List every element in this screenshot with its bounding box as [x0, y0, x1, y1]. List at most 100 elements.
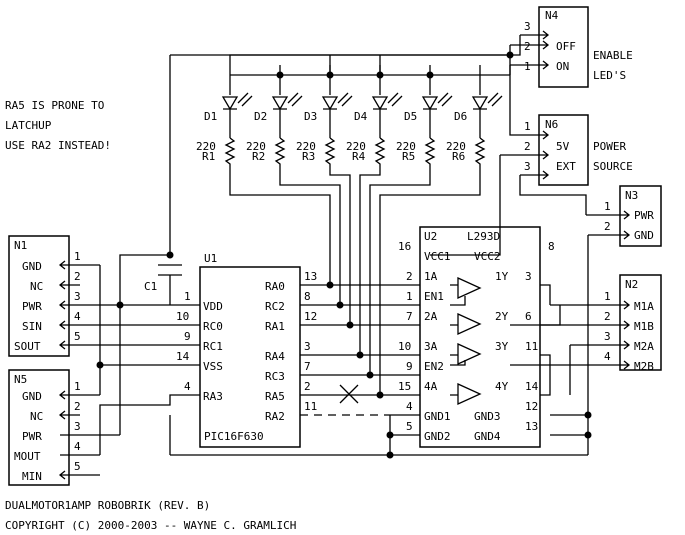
- n2-m2b-label: M2B: [634, 360, 654, 373]
- r1-value: 220: [196, 140, 216, 153]
- u1-ra2-label: RA2: [265, 410, 285, 423]
- n5-pwr-label: PWR: [22, 430, 42, 443]
- latchup-note-line-1: RA5 IS PRONE TO: [5, 99, 104, 112]
- resistor-r1-symbol: [224, 137, 236, 170]
- n5-label: N5: [14, 373, 27, 386]
- capacitor-c1-label: C1: [144, 280, 157, 293]
- u2-pin-16: 16: [398, 240, 411, 253]
- u2-pin-2: 2: [406, 270, 413, 283]
- junction-dots: [96, 51, 592, 459]
- led-d2-symbol: [271, 96, 289, 138]
- u2-ref: U2: [424, 230, 437, 243]
- n1-nc-label: NC: [30, 280, 43, 293]
- u2-pin-5: 5: [406, 420, 413, 433]
- u2-gnd3-label: GND3: [474, 410, 501, 423]
- u1-ra4-label: RA4: [265, 350, 285, 363]
- n2-pin-2: 2: [604, 310, 611, 323]
- u2-pin-3: 3: [525, 270, 532, 283]
- enable-label: ENABLE: [593, 49, 633, 62]
- n6-label: N6: [545, 118, 558, 131]
- n2-label: N2: [625, 278, 638, 291]
- buffer-1: [457, 276, 482, 300]
- led-d6-emission-arrows: [487, 92, 503, 107]
- led-d5-label: D5: [404, 110, 417, 123]
- u2-pin-12: 12: [525, 400, 538, 413]
- u2-3a-label: 3A: [424, 340, 438, 353]
- u1-pin-9: 9: [184, 330, 191, 343]
- u1-rc3-label: RC3: [265, 370, 285, 383]
- u2-2a-label: 2A: [424, 310, 438, 323]
- led-d3-label: D3: [304, 110, 317, 123]
- u2-2y-label: 2Y: [495, 310, 509, 323]
- u1-pin-11: 11: [304, 400, 317, 413]
- u2-pin-11: 11: [525, 340, 538, 353]
- led-d2-emission-arrows: [287, 92, 303, 107]
- u2-pin-9: 9: [406, 360, 413, 373]
- u2-3y-label: 3Y: [495, 340, 509, 353]
- ra5-cross-mark: [339, 384, 359, 404]
- n1-pwr-label: PWR: [22, 300, 42, 313]
- led-d1-emission-arrows: [237, 92, 253, 107]
- n1-pin-4: 4: [74, 310, 81, 323]
- n6-pin-3: 3: [524, 160, 531, 173]
- n2-m1b-label: M1B: [634, 320, 654, 333]
- led-d2-label: D2: [254, 110, 267, 123]
- leds-label: LED'S: [593, 69, 626, 82]
- led-d4-symbol: [371, 96, 389, 138]
- led-array: D1 D2 D3 D4 D5 D6 220 220 220 220 220 22…: [196, 65, 510, 170]
- led-d1-symbol: [221, 96, 239, 138]
- u1-ref: U1: [204, 252, 217, 265]
- power-label: POWER: [593, 140, 626, 153]
- n5-pin-5: 5: [74, 460, 81, 473]
- led-d5-symbol: [421, 96, 439, 138]
- u1-part: PIC16F630: [204, 430, 264, 443]
- connector-n1: N1 GND NC PWR SIN SOUT 1 2 3 4 5: [8, 235, 200, 357]
- u1-ra1-label: RA1: [265, 320, 285, 333]
- n5-pin-3: 3: [74, 420, 81, 433]
- connector-n5: N5 GND NC PWR MOUT MIN 1 2 3 4 5: [8, 369, 120, 486]
- n1-pin-2: 2: [74, 270, 81, 283]
- u1-pin-7: 7: [304, 360, 311, 373]
- n5-min-label: MIN: [22, 470, 42, 483]
- ic-u2-l293d: U2 L293D VCC1 VCC2 16 8 1A EN1 2A 3A EN2…: [398, 226, 555, 448]
- n1-label: N1: [14, 239, 27, 252]
- u1-rc1-label: RC1: [203, 340, 223, 353]
- n2-pin-3: 3: [604, 330, 611, 343]
- u1-pin-13: 13: [304, 270, 317, 283]
- n2-pin-4: 4: [604, 350, 611, 363]
- n2-pin-1: 1: [604, 290, 611, 303]
- connector-n3: N3 1 2 PWR GND: [586, 185, 662, 247]
- u2-pin-14: 14: [525, 380, 539, 393]
- resistor-r3-symbol: [324, 137, 336, 170]
- u2-1a-label: 1A: [424, 270, 438, 283]
- u1-vdd-label: VDD: [203, 300, 223, 313]
- latchup-note-line-3: USE RA2 INSTEAD!: [5, 139, 111, 152]
- u1-rc0-label: RC0: [203, 320, 223, 333]
- led-d6-symbol: [471, 96, 489, 138]
- n6-5v-label: 5V: [556, 140, 570, 153]
- u1-pin-12: 12: [304, 310, 317, 323]
- n5-pin-4: 4: [74, 440, 81, 453]
- n5-pin-2: 2: [74, 400, 81, 413]
- resistor-r2-label: R2: [252, 150, 265, 163]
- u2-gnd2-label: GND2: [424, 430, 451, 443]
- u1-ra0-label: RA0: [265, 280, 285, 293]
- led-d1-label: D1: [204, 110, 217, 123]
- resistor-r4-symbol: [374, 137, 386, 170]
- r6-value: 220: [446, 140, 466, 153]
- connector-n2: N2 1 2 3 4 M1A M1B M2A M2B: [510, 274, 662, 373]
- u2-en2-label: EN2: [424, 360, 444, 373]
- n1-sin-label: SIN: [22, 320, 42, 333]
- n5-nc-label: NC: [30, 410, 43, 423]
- u2-pin-10: 10: [398, 340, 411, 353]
- resistor-r3-label: R3: [302, 150, 315, 163]
- n2-m2a-label: M2A: [634, 340, 654, 353]
- n3-label: N3: [625, 189, 638, 202]
- u1-pin-1: 1: [184, 290, 191, 303]
- r2-value: 220: [246, 140, 266, 153]
- n1-pin-1: 1: [74, 250, 81, 263]
- n4-off-label: OFF: [556, 40, 576, 53]
- led-d3-emission-arrows: [337, 92, 353, 107]
- n3-gnd-label: GND: [634, 229, 654, 242]
- n4-label: N4: [545, 9, 559, 22]
